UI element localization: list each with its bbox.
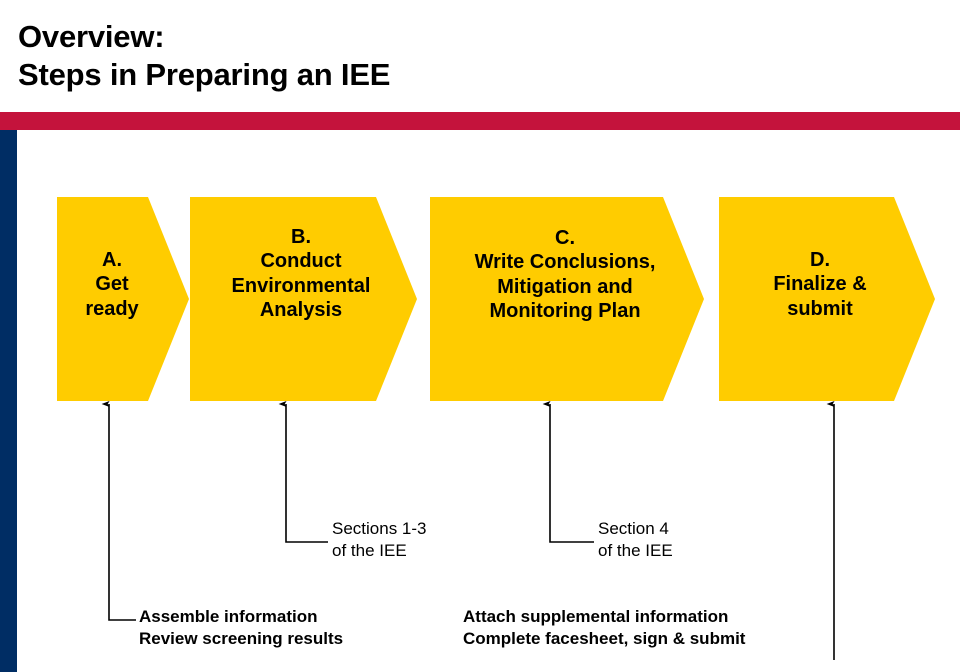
page-title-line-1: Overview:: [18, 19, 165, 54]
connector-assemble-to-step-a: [101, 401, 136, 621]
page-title-line-2: Steps in Preparing an IEE: [18, 57, 391, 92]
blue-side-bar: [0, 130, 17, 672]
process-step-label-b: B. Conduct Environmental Analysis: [231, 226, 371, 322]
process-step-label-a: A. Get ready: [85, 249, 139, 320]
process-step-shape-c[interactable]: [430, 197, 704, 401]
annotation-assemble-information: Assemble information Review screening re…: [139, 607, 344, 649]
annotation-attach-supplemental: Attach supplemental information Complete…: [463, 607, 746, 649]
process-step-label-c: C. Write Conclusions, Mitigation and Mon…: [474, 227, 656, 323]
process-step-shape-a[interactable]: [57, 197, 189, 401]
process-step-label-d: D. Finalize & submit: [773, 249, 867, 320]
annotation-section-4: Section 4 of the IEE: [598, 519, 673, 561]
connector-section4-to-step-c: [542, 401, 594, 543]
red-divider-bar: [0, 112, 960, 130]
connector-sections13-to-step-b: [278, 401, 328, 543]
page-title: Overview: Steps in Preparing an IEE: [18, 18, 918, 94]
process-step-shape-d[interactable]: [719, 197, 935, 401]
process-step-shape-b[interactable]: [190, 197, 417, 401]
annotation-sections-1-3: Sections 1-3 of the IEE: [332, 519, 427, 561]
